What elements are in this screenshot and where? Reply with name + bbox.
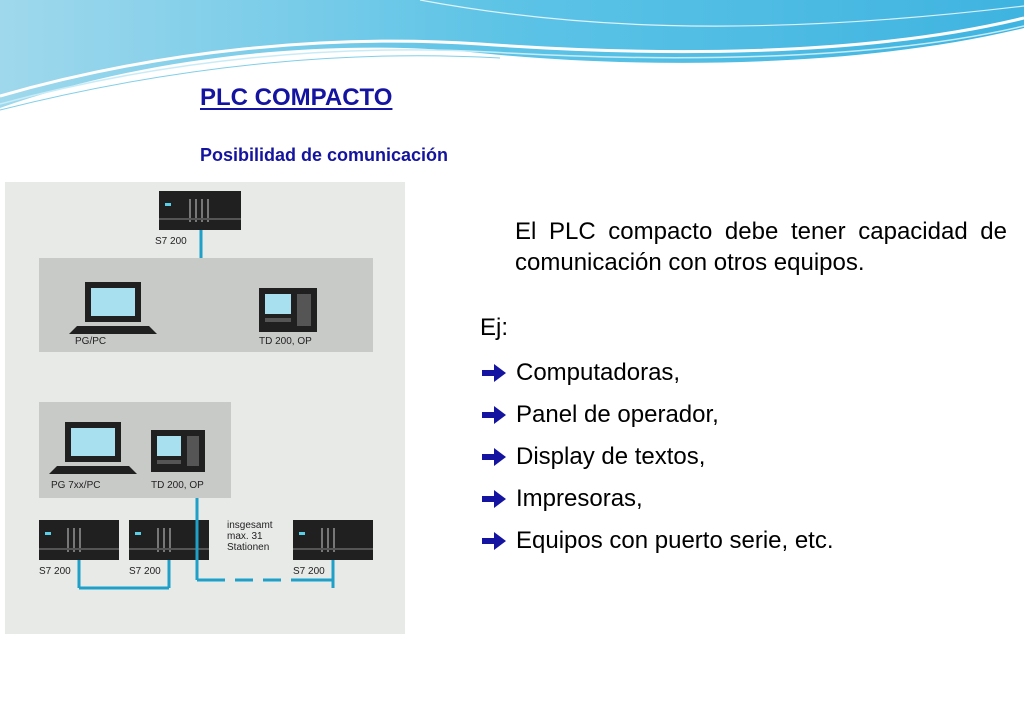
label-top-plc: S7 200 (155, 236, 187, 247)
laptop-icon (49, 422, 137, 474)
label-plc-2: S7 200 (129, 566, 161, 577)
list-item: Panel de operador, (480, 394, 834, 436)
label-plc-1: S7 200 (39, 566, 71, 577)
list-item-text: Panel de operador, (516, 401, 719, 428)
laptop-icon (69, 282, 157, 334)
label-pg-pc: PG/PC (75, 336, 106, 347)
label-plc-3: S7 200 (293, 566, 325, 577)
label-pg-7xx: PG 7xx/PC (51, 480, 100, 491)
arrow-right-icon (480, 488, 510, 510)
slide-subtitle: Posibilidad de comunicación (200, 145, 449, 165)
arrow-right-icon (480, 404, 510, 426)
list-item: Display de textos, (480, 436, 834, 478)
arrow-right-icon (480, 362, 510, 384)
list-item: Impresoras, (480, 478, 834, 520)
operator-panel-icon (151, 430, 205, 472)
device-list: Computadoras, Panel de operador, Display… (480, 352, 834, 562)
communication-diagram: S7 200 PG/PC TD 200, OP PG 7xx/PC TD 200… (5, 182, 405, 634)
arrow-right-icon (480, 446, 510, 468)
network-note-line-2: max. 31 (227, 531, 263, 542)
plc-1-icon (39, 520, 119, 560)
slide-title: PLC COMPACTO (200, 84, 393, 111)
label-td-op-1: TD 200, OP (259, 336, 312, 347)
arrow-right-icon (480, 530, 510, 552)
list-item: Computadoras, (480, 352, 834, 394)
network-bus (77, 498, 335, 590)
list-item-text: Impresoras, (516, 485, 643, 512)
example-label: Ej: (480, 314, 509, 341)
label-td-op-2: TD 200, OP (151, 480, 204, 491)
network-note-line-1: insgesamt (227, 520, 273, 531)
list-item-text: Display de textos, (516, 443, 706, 470)
intro-paragraph: El PLC compacto debe tener capacidad de … (515, 218, 1007, 276)
plc-top-icon (159, 191, 241, 230)
list-item-text: Equipos con puerto serie, etc. (516, 527, 834, 554)
list-item-text: Computadoras, (516, 359, 681, 386)
plc-3-icon (293, 520, 373, 560)
decorative-wave-header (0, 0, 1024, 111)
list-item: Equipos con puerto serie, etc. (480, 520, 834, 562)
network-note-line-3: Stationen (227, 542, 269, 553)
operator-panel-icon (259, 288, 317, 332)
